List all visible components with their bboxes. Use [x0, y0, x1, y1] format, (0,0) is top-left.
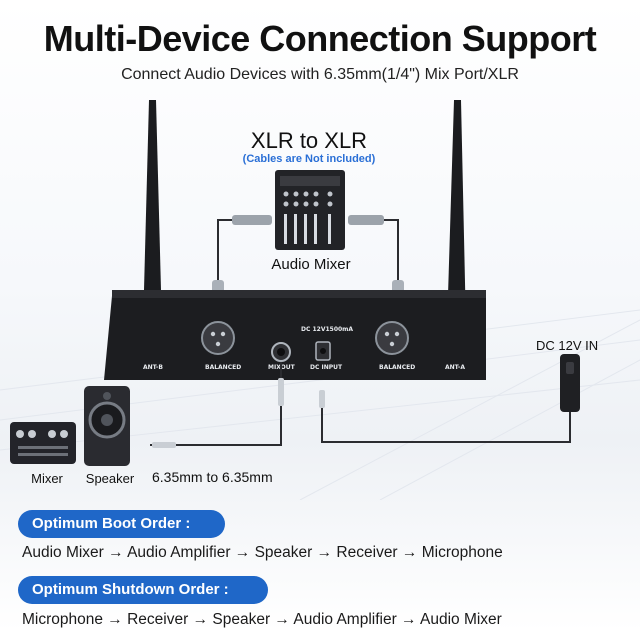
shutdown-order-sequence: Microphone → Receiver → Speaker → Audio … — [22, 611, 502, 628]
mixer-label: Mixer — [31, 471, 63, 486]
page-title: Multi-Device Connection Support — [43, 18, 597, 59]
jack-plug-top-icon — [278, 378, 284, 406]
jack-plug-left-icon — [152, 442, 176, 448]
speaker-label: Speaker — [85, 471, 135, 486]
boot-order-sequence: Audio Mixer → Audio Amplifier → Speaker … — [22, 544, 503, 561]
small-mixer-icon — [10, 422, 76, 464]
xlr-socket-right-icon — [375, 321, 409, 355]
audio-mixer-label: Audio Mixer — [271, 256, 351, 273]
dc-input-jack-icon — [315, 341, 331, 361]
boot-order-heading: Optimum Boot Order : — [18, 510, 225, 538]
audio-mixer-icon — [275, 170, 345, 250]
balanced-right-label: BALANCED — [379, 364, 415, 371]
connection-diagram: ANT-B BALANCED MIXOUT DC INPUT DC 12V150… — [0, 90, 640, 501]
dc-cable — [321, 390, 571, 443]
power-adapter-icon — [560, 354, 580, 412]
page-subtitle: Connect Audio Devices with 6.35mm(1/4") … — [121, 66, 519, 83]
xlr-socket-left-icon — [201, 321, 235, 355]
cables-note: (Cables are Not included) — [242, 153, 376, 165]
ant-b-label: ANT-B — [143, 364, 163, 371]
shutdown-order-heading: Optimum Shutdown Order : — [18, 576, 268, 604]
diagram-graphic: ANT-B BALANCED MIXOUT DC INPUT DC 12V150… — [0, 100, 640, 501]
ant-a-label: ANT-A — [445, 364, 465, 371]
mixout-jack-icon — [271, 342, 291, 362]
cable-label: 6.35mm to 6.35mm — [152, 469, 273, 485]
dc-input-label: DC INPUT — [310, 364, 343, 371]
receiver-icon: ANT-B BALANCED MIXOUT DC INPUT DC 12V150… — [104, 290, 486, 380]
dc-12v-label: DC 12V IN — [536, 338, 599, 353]
dc-plug-icon — [319, 390, 325, 408]
dc-spec-label: DC 12V1500mA — [301, 326, 353, 333]
xlr-to-xlr-title: XLR to XLR — [250, 128, 368, 153]
speaker-icon — [84, 386, 130, 466]
balanced-left-label: BALANCED — [205, 364, 241, 371]
